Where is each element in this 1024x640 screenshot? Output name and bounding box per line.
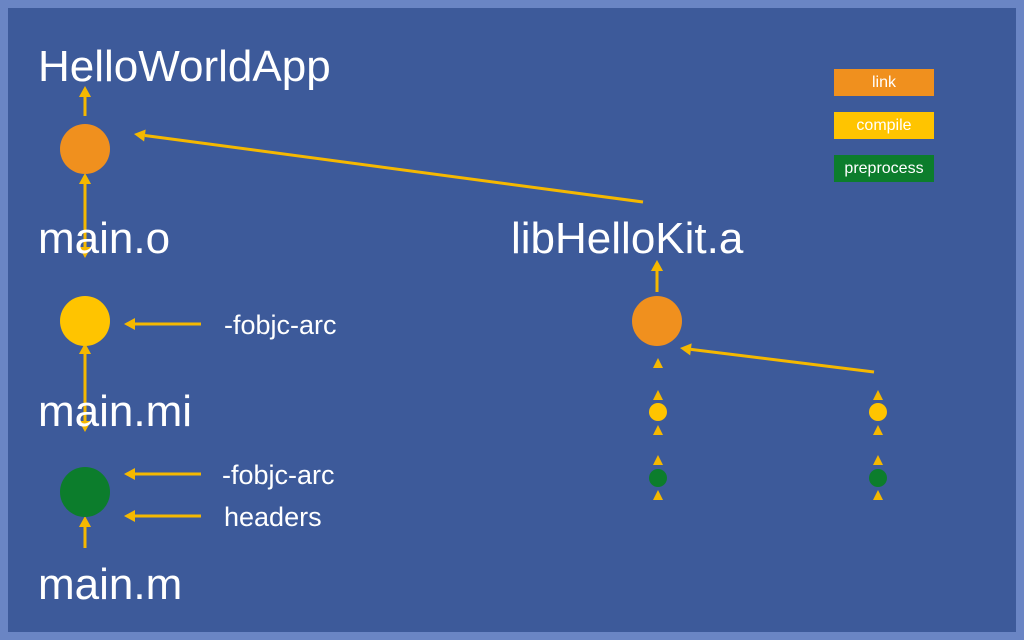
- legend-compile: compile: [834, 112, 934, 139]
- arrow-headers-head: [124, 509, 135, 523]
- lib-column-1-arrow-2: [653, 425, 663, 435]
- link-node-app: [60, 124, 110, 174]
- lib-column-2-preprocess-node: [869, 469, 887, 487]
- lib-column-2-compile-node: [869, 403, 887, 421]
- lib-column-2-arrow-4: [873, 490, 883, 500]
- headers-label: headers: [224, 502, 322, 532]
- arrow-lib-to-link-head: [134, 129, 146, 142]
- lib-column-1-arrow-3: [653, 455, 663, 465]
- arrow-main-mi-to-compile-head: [78, 343, 92, 354]
- arrow-compile-flag-head: [124, 317, 135, 331]
- arrow-link-to-lib-head: [650, 260, 664, 271]
- compile-node-main: [60, 296, 110, 346]
- arrow-main-o-to-link-head: [78, 173, 92, 184]
- arrow-link-to-app-head: [78, 86, 92, 97]
- file-main-m: main.m: [38, 560, 183, 609]
- arrow-object-to-lib-link-head: [680, 343, 692, 356]
- preprocess-node-main: [60, 467, 110, 517]
- build-pipeline-diagram: [60, 86, 887, 548]
- lib-column-2-arrow-3: [873, 455, 883, 465]
- legend-link: link: [834, 69, 934, 96]
- arrow-preprocess-flag-head: [124, 467, 135, 481]
- lib-column-1-arrow-1: [653, 390, 663, 400]
- lib-column-1-top-arrow: [653, 358, 663, 368]
- arrow-compile-to-main-o-head: [78, 247, 92, 258]
- arrow-preprocess-to-main-mi-head: [78, 421, 92, 432]
- preprocess-flag-label: -fobjc-arc: [222, 460, 335, 490]
- file-main-o: main.o: [38, 214, 171, 263]
- file-hello-world-app: HelloWorldApp: [38, 42, 331, 91]
- arrow-main-m-to-preprocess-head: [78, 516, 92, 527]
- link-node-lib: [632, 296, 682, 346]
- legend-preprocess: preprocess: [834, 155, 934, 182]
- file-main-mi: main.mi: [38, 387, 193, 436]
- lib-column-1-preprocess-node: [649, 469, 667, 487]
- lib-column-2-arrow-2: [873, 425, 883, 435]
- lib-column-1-arrow-4: [653, 490, 663, 500]
- compile-flag-label: -fobjc-arc: [224, 310, 337, 340]
- slide-canvas: HelloWorldApp main.o main.mi main.m libH…: [8, 8, 1016, 632]
- arrow-object-to-lib-link-shaft: [690, 347, 875, 374]
- lib-column-1-compile-node: [649, 403, 667, 421]
- arrow-lib-to-link-shaft: [144, 133, 644, 204]
- lib-column-2-arrow-1: [873, 390, 883, 400]
- file-lib-hello-kit: libHelloKit.a: [511, 214, 744, 263]
